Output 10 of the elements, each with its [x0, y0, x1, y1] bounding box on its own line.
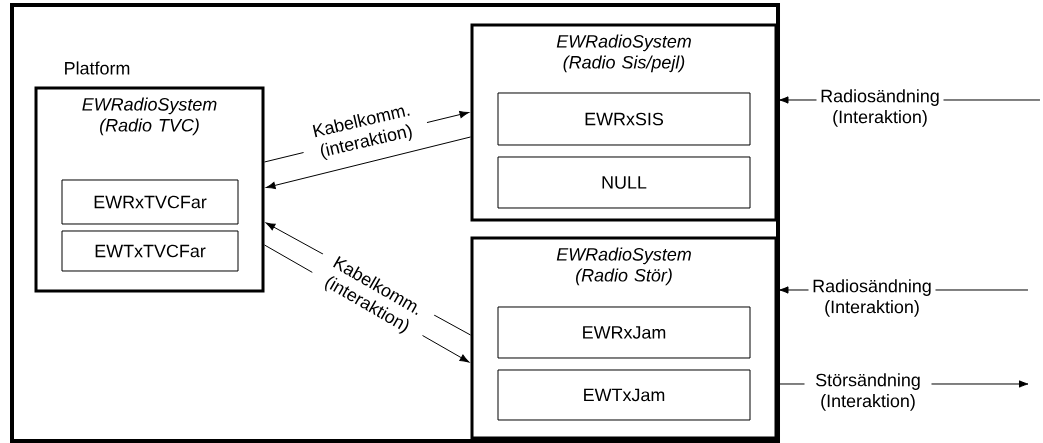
component-box: EWRxTVCFar	[61, 179, 239, 225]
edge-label: Störsändning (Interaktion)	[804, 372, 932, 412]
component-box: EWTxTVCFar	[61, 230, 239, 272]
arrow	[266, 136, 471, 189]
component-box: EWTxJam	[497, 369, 751, 421]
edge-label: Radiosändning (Interaktion)	[808, 278, 936, 318]
component-box: NULL	[497, 156, 751, 209]
edge-label: Radiosändning (Interaktion)	[816, 88, 944, 128]
component-box: EWRxJam	[497, 306, 751, 359]
component-box: EWRxSIS	[497, 92, 751, 146]
